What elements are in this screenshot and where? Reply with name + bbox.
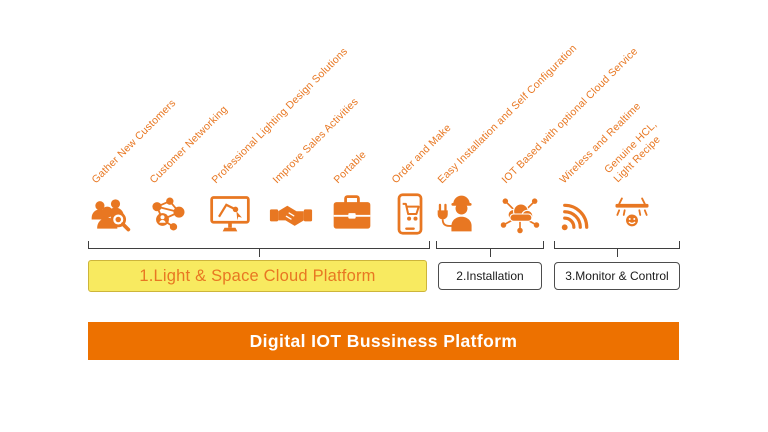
group3-bracket bbox=[554, 241, 680, 257]
group3-box-monitor-control: 3.Monitor & Control bbox=[554, 262, 680, 290]
customer-network-icon bbox=[146, 192, 190, 236]
label-professional-lighting: Professional Lighting Design Solutions bbox=[209, 45, 351, 186]
iot-cloud-icon bbox=[498, 192, 542, 236]
phone-order-icon bbox=[388, 192, 432, 236]
group2-box-installation: 2.Installation bbox=[438, 262, 542, 290]
label-genuine-hcl-recipe: Genuine HCL, Light Recipe bbox=[602, 118, 663, 185]
group1-bracket bbox=[88, 241, 430, 257]
group3-box-label: 3.Monitor & Control bbox=[565, 269, 669, 283]
briefcase-icon bbox=[330, 192, 374, 236]
banner-label: Digital IOT Bussiness Platform bbox=[249, 330, 518, 351]
group2-box-label: 2.Installation bbox=[456, 269, 524, 283]
hcl-light-icon bbox=[610, 192, 654, 236]
label-easy-installation: Easy Installation and Self Configuration bbox=[435, 42, 580, 186]
group1-box-label: 1.Light & Space Cloud Platform bbox=[139, 266, 376, 285]
installer-worker-icon bbox=[434, 192, 478, 236]
wifi-icon bbox=[556, 192, 600, 236]
group1-box-light-space-cloud-platform: 1.Light & Space Cloud Platform bbox=[88, 260, 427, 292]
group2-bracket bbox=[436, 241, 544, 257]
customers-group-icon bbox=[88, 192, 132, 236]
label-portable: Portable bbox=[331, 148, 369, 186]
lighting-design-monitor-icon bbox=[208, 192, 252, 236]
digital-iot-business-platform-banner: Digital IOT Bussiness Platform bbox=[88, 322, 679, 360]
handshake-icon bbox=[269, 192, 313, 236]
